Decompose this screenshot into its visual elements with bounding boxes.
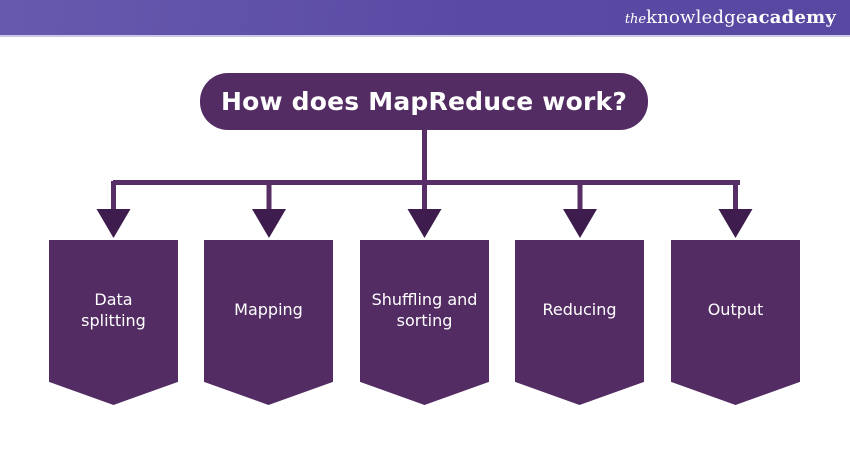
step-banner-shuffling-sorting: Shuffling and sorting <box>360 240 489 405</box>
crossbar-line <box>113 180 740 185</box>
trunk-line <box>422 129 427 211</box>
diagram-title-box: How does MapReduce work? <box>200 73 648 130</box>
down-arrow-icon <box>407 209 442 238</box>
brand-logo: the knowledge academy <box>624 6 836 28</box>
brand-logo-knowledge: knowledge <box>646 6 747 28</box>
step-label: Mapping <box>234 300 303 320</box>
step-banner-data-splitting: Data splitting <box>49 240 178 405</box>
down-arrow-icon <box>718 209 753 238</box>
down-arrow-icon <box>563 209 597 238</box>
header-bar: the knowledge academy <box>0 0 850 37</box>
branch-line-3 <box>577 181 583 211</box>
step-label: Data splitting <box>81 289 146 330</box>
step-label: Shuffling and sorting <box>371 289 478 330</box>
down-arrow-icon <box>96 209 131 238</box>
brand-logo-the: the <box>624 11 647 27</box>
brand-logo-academy: academy <box>746 6 836 28</box>
step-banner-reducing: Reducing <box>515 240 644 405</box>
branch-line-1 <box>111 181 116 211</box>
step-banner-mapping: Mapping <box>204 240 333 405</box>
branch-line-4 <box>733 181 738 211</box>
diagram-title: How does MapReduce work? <box>220 87 628 116</box>
down-arrow-icon <box>252 209 286 238</box>
step-label: Output <box>707 300 764 320</box>
step-banner-output: Output <box>671 240 800 405</box>
step-label: Reducing <box>542 300 617 320</box>
branch-line-2 <box>266 181 272 211</box>
